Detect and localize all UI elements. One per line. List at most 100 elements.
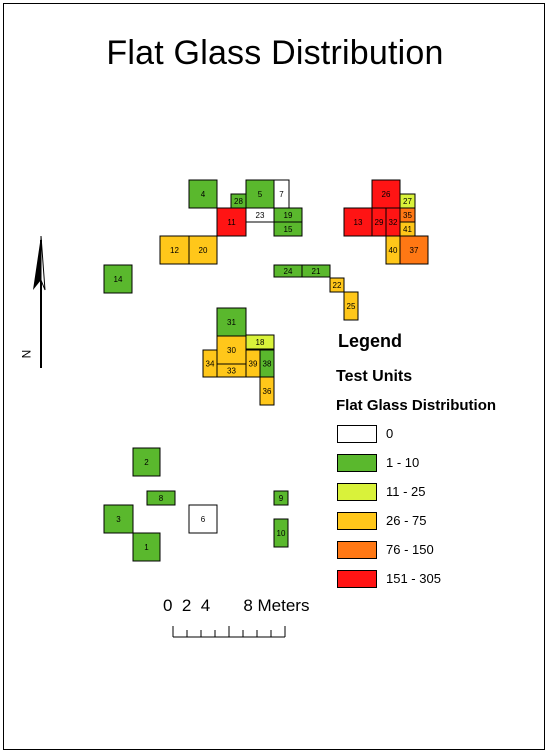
legend-field-name: Flat Glass Distribution: [336, 397, 497, 414]
test-unit-28: 28: [230, 193, 247, 209]
test-unit-fill: [146, 490, 176, 506]
test-unit-label: 15: [284, 225, 293, 234]
test-unit-32: 32: [385, 207, 401, 237]
test-unit-fill: [216, 207, 247, 237]
test-unit-label: 7: [279, 190, 284, 199]
test-unit-label: 31: [227, 318, 236, 327]
test-unit-fill: [103, 264, 133, 294]
test-unit-label: 5: [258, 190, 263, 199]
test-unit-label: 21: [312, 267, 321, 276]
test-unit-fill: [399, 235, 429, 265]
scale-bar: [172, 626, 286, 638]
test-unit-label: 11: [227, 218, 236, 227]
test-unit-36: 36: [259, 376, 275, 406]
test-unit-label: 36: [263, 387, 272, 396]
test-unit-fill: [259, 376, 275, 406]
test-unit-fill: [132, 447, 161, 477]
test-unit-5: 5: [245, 179, 275, 209]
test-unit-label: 10: [277, 529, 286, 538]
legend-subheading: Test Units: [336, 368, 413, 385]
test-unit-9: 9: [273, 490, 289, 506]
test-unit-38: 38: [259, 349, 275, 378]
legend-swatch: [337, 483, 377, 501]
test-unit-6: 6: [188, 504, 218, 534]
test-unit-label: 26: [382, 190, 391, 199]
test-unit-1: 1: [132, 532, 161, 562]
scale-bar-label: 0 2 4 8 Meters: [163, 596, 310, 615]
test-unit-label: 27: [403, 197, 412, 206]
test-unit-label: 29: [375, 218, 384, 227]
test-unit-label: 6: [201, 515, 206, 524]
test-unit-fill: [273, 518, 289, 548]
test-unit-11: 11: [216, 207, 247, 237]
test-unit-fill: [103, 504, 134, 534]
test-unit-20: 20: [188, 235, 218, 265]
map-title: Flat Glass Distribution: [106, 34, 444, 72]
test-unit-label: 13: [354, 218, 363, 227]
test-unit-29: 29: [371, 207, 387, 237]
test-unit-18: 18: [245, 334, 275, 350]
test-unit-label: 2: [144, 458, 149, 467]
test-unit-15: 15: [273, 221, 303, 237]
test-unit-fill: [188, 179, 218, 209]
test-unit-label: 24: [284, 267, 293, 276]
test-unit-label: 4: [201, 190, 206, 199]
test-unit-label: 39: [249, 360, 258, 369]
legend-swatch: [337, 454, 377, 472]
legend-swatch: [337, 541, 377, 559]
test-unit-label: 20: [199, 246, 208, 255]
legend-swatch: [337, 570, 377, 588]
test-unit-label: 32: [389, 218, 398, 227]
test-unit-label: 40: [389, 246, 398, 255]
test-unit-37: 37: [399, 235, 429, 265]
test-unit-2: 2: [132, 447, 161, 477]
north-label: N: [19, 349, 34, 359]
legend-class-label: 11 - 25: [386, 484, 426, 499]
test-unit-24: 24: [273, 264, 303, 278]
test-unit-fill: [188, 235, 218, 265]
test-unit-19: 19: [273, 207, 303, 223]
test-unit-fill: [273, 221, 303, 237]
test-unit-33: 33: [216, 363, 247, 378]
test-unit-label: 41: [403, 225, 412, 234]
test-unit-41: 41: [399, 221, 416, 237]
legend-swatch: [337, 512, 377, 530]
test-unit-fill: [329, 277, 345, 293]
test-unit-13: 13: [343, 207, 373, 237]
test-unit-label: 22: [333, 281, 342, 290]
test-unit-31: 31: [216, 307, 247, 337]
test-unit-fill: [301, 264, 331, 278]
test-unit-10: 10: [273, 518, 289, 548]
legend-class-label: 0: [386, 426, 394, 441]
test-unit-label: 19: [284, 211, 293, 220]
test-unit-label: 30: [227, 346, 236, 355]
test-unit-fill: [273, 490, 289, 506]
test-unit-label: 14: [114, 275, 123, 284]
legend-class-label: 1 - 10: [386, 455, 420, 470]
test-unit-label: 38: [263, 360, 272, 369]
test-unit-fill: [216, 307, 247, 337]
test-unit-fill: [132, 532, 161, 562]
legend-class-label: 151 - 305: [386, 571, 441, 586]
test-unit-27: 27: [399, 193, 416, 209]
test-unit-12: 12: [159, 235, 190, 265]
test-unit-fill: [245, 179, 275, 209]
test-unit-label: 18: [256, 338, 265, 347]
legend-swatch: [337, 425, 377, 443]
test-unit-23: 23: [245, 207, 275, 223]
test-unit-fill: [159, 235, 190, 265]
test-unit-label: 3: [116, 515, 121, 524]
test-unit-label: 12: [170, 246, 179, 255]
test-unit-39: 39: [245, 349, 261, 378]
test-unit-fill: [188, 504, 218, 534]
test-unit-label: 28: [234, 197, 243, 206]
test-unit-label: 35: [403, 211, 412, 220]
test-unit-label: 25: [347, 302, 356, 311]
test-unit-35: 35: [399, 207, 416, 223]
test-unit-40: 40: [385, 235, 401, 265]
test-unit-label: 1: [144, 543, 149, 552]
test-unit-7: 7: [273, 179, 290, 209]
north-arrow-icon: [33, 235, 46, 368]
legend-class-label: 26 - 75: [386, 513, 427, 528]
